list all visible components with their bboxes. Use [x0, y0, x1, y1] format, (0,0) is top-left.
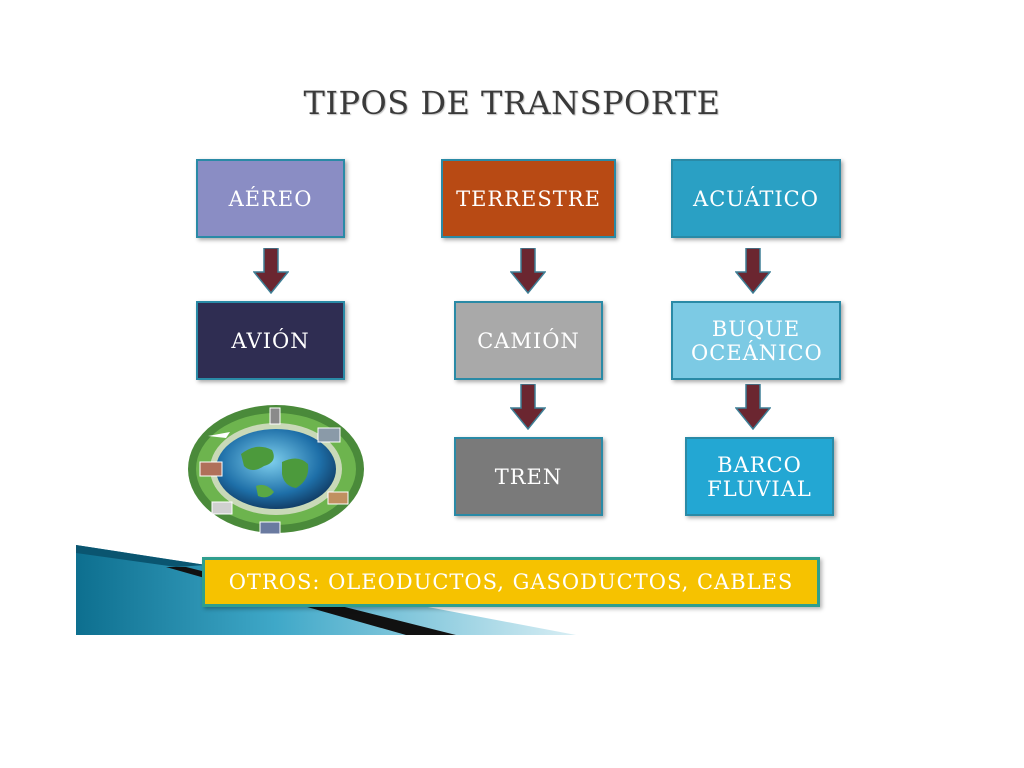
otros-banner: OTROS: OLEODUCTOS, GASODUCTOS, CABLES: [202, 557, 820, 607]
arrow-down-icon: [510, 384, 546, 430]
box-avion: AVIÓN: [196, 301, 345, 380]
header-terrestre: TERRESTRE: [441, 159, 616, 238]
arrow-down-icon: [510, 248, 546, 294]
globe-transport-image: [188, 405, 364, 535]
barco-label: BARCO FLUVIAL: [707, 452, 812, 501]
buque-label: BUQUE OCEÁNICO: [691, 316, 823, 365]
header-acuatico: ACUÁTICO: [671, 159, 841, 238]
box-tren: TREN: [454, 437, 603, 516]
page-title: TIPOS DE TRANSPORTE: [303, 84, 721, 122]
arrow-down-icon: [735, 248, 771, 294]
box-camion: CAMIÓN: [454, 301, 603, 380]
arrow-down-icon: [253, 248, 289, 294]
arrow-down-icon: [735, 384, 771, 430]
header-aereo: AÉREO: [196, 159, 345, 238]
box-barco-fluvial: BARCO FLUVIAL: [685, 437, 834, 516]
box-buque-oceanico: BUQUE OCEÁNICO: [671, 301, 841, 380]
